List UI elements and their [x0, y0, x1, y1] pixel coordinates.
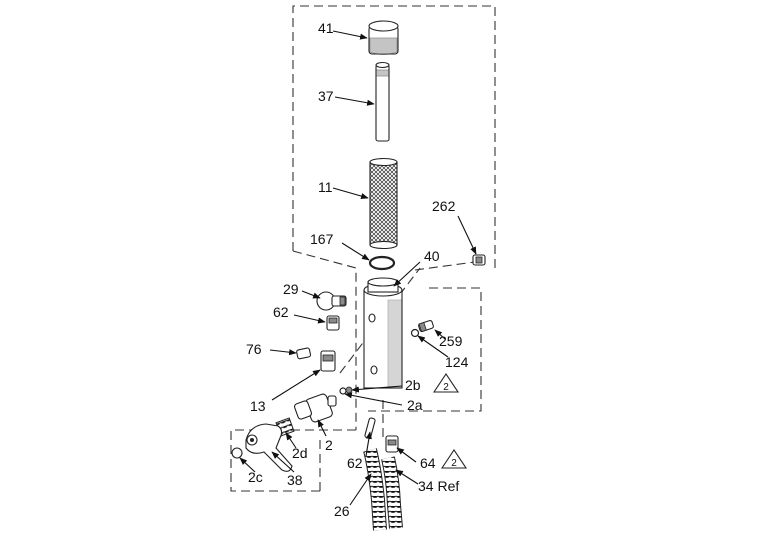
callout-62-lower: 62 [347, 455, 363, 471]
callout-labels: 41 37 11 167 262 40 29 62 259 76 124 2b … [246, 20, 469, 519]
callout-29: 29 [283, 281, 299, 297]
callout-40: 40 [424, 248, 440, 264]
part-2-valve [293, 393, 337, 423]
part-37-tube [375, 61, 390, 142]
part-11-filter-screen [369, 157, 398, 250]
part-2b-2a-seals [339, 386, 353, 395]
part-124-ring [410, 328, 420, 338]
callout-2d: 2d [292, 445, 308, 461]
hose-34 [381, 456, 403, 529]
part-29-elbow [316, 291, 347, 311]
warning-triangle-2b: 2 [432, 373, 460, 393]
explode-boundary [230, 5, 496, 492]
callout-64: 64 [420, 455, 436, 471]
callout-259: 259 [439, 333, 463, 349]
callout-38: 38 [287, 472, 303, 488]
hose-26 [363, 448, 387, 531]
callout-62-upper: 62 [273, 304, 289, 320]
callout-26: 26 [334, 503, 350, 519]
part-13-adapter [320, 350, 336, 372]
callout-167: 167 [310, 231, 334, 247]
warning-label: 2 [443, 382, 449, 393]
callout-262: 262 [432, 198, 456, 214]
part-76-plug [296, 347, 312, 360]
part-2c-cap [231, 447, 243, 459]
part-259-fitting [418, 320, 434, 333]
leader-lines [239, 30, 477, 506]
part-262-fitting [472, 254, 486, 266]
warning-label: 2 [451, 458, 457, 469]
part-40-housing [363, 277, 403, 389]
callout-11: 11 [318, 179, 333, 195]
callout-76: 76 [246, 341, 262, 357]
part-64-fitting [385, 435, 399, 453]
part-62-upper-nipple [326, 315, 340, 331]
callout-2a: 2a [407, 397, 423, 413]
part-167-o-ring [368, 255, 396, 271]
warning-triangle-64: 2 [440, 449, 468, 469]
callout-37: 37 [318, 88, 334, 104]
callout-2c: 2c [248, 469, 263, 485]
part-41-cap [368, 20, 399, 55]
callout-41: 41 [318, 20, 334, 36]
callout-13: 13 [250, 398, 266, 414]
callout-2: 2 [325, 437, 333, 453]
callout-124: 124 [445, 354, 469, 370]
callout-2b: 2b [405, 377, 421, 393]
callout-34-ref: 34 Ref [418, 478, 459, 494]
